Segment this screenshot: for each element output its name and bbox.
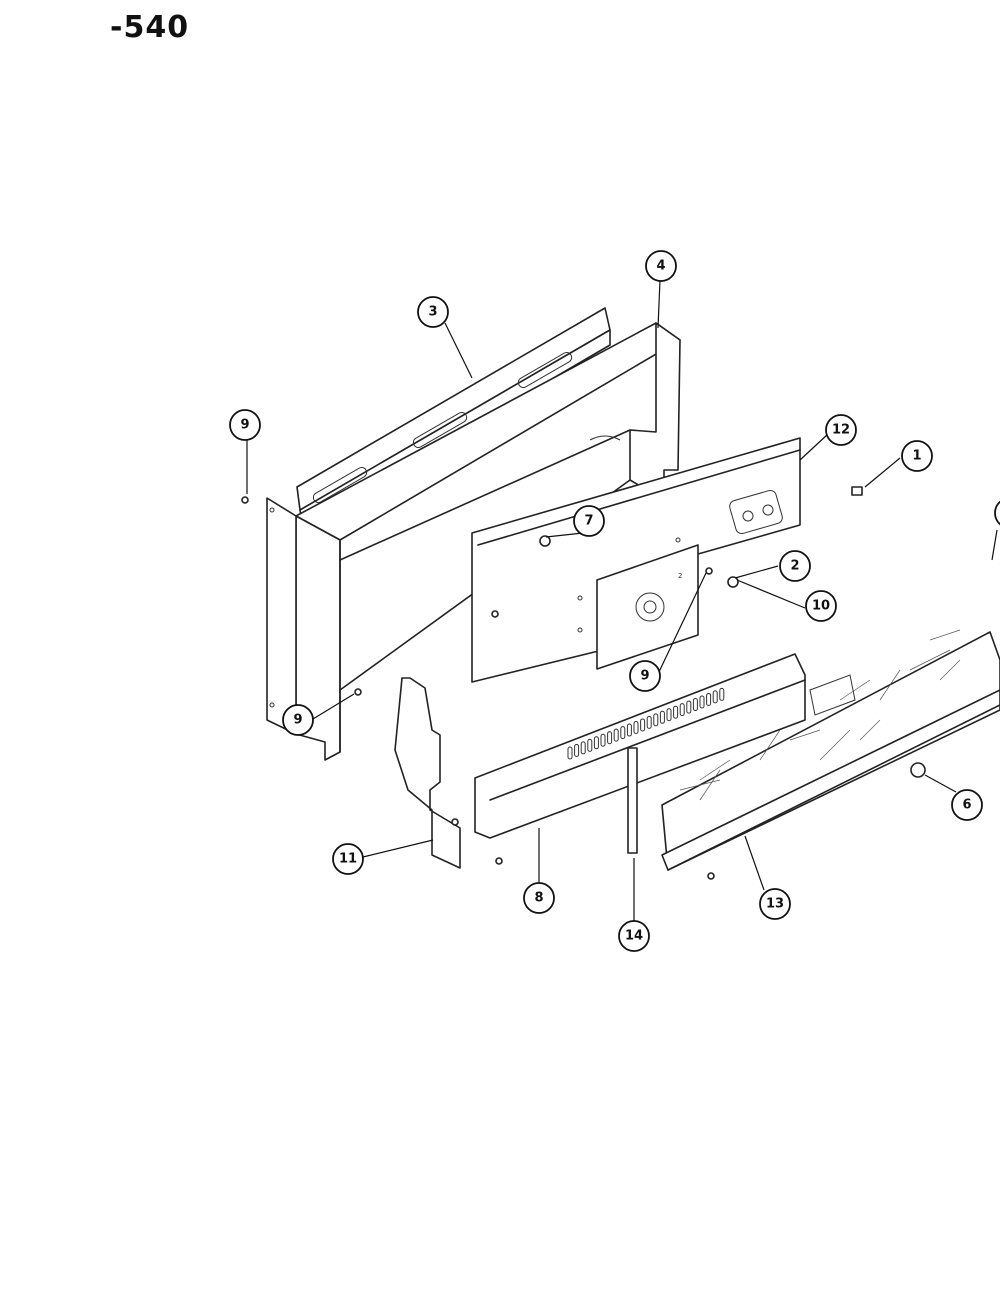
part-glass-panel: [661, 629, 1000, 871]
svg-text:13: 13: [766, 897, 784, 912]
vent-slot: [712, 690, 718, 704]
callout-7: 7: [573, 505, 605, 537]
vent-slot: [679, 703, 685, 717]
callout-3: 3: [417, 296, 449, 328]
vent-slot: [653, 713, 659, 727]
svg-text:7: 7: [584, 514, 593, 529]
vent-slot: [640, 718, 646, 732]
part-back-frame: [266, 322, 681, 761]
svg-text:1: 1: [912, 449, 921, 464]
callout-9-left: 9: [229, 409, 261, 441]
vent-slot: [633, 721, 639, 734]
page-code: -540: [110, 10, 190, 45]
part-side-bracket: [394, 677, 461, 869]
part-hardware: [241, 486, 926, 880]
callout-4: 4: [645, 250, 677, 282]
vent-slot: [580, 741, 586, 755]
svg-text:12: 12: [832, 423, 850, 438]
vent-slot: [673, 705, 679, 719]
vent-slot: [626, 723, 632, 737]
svg-text:2: 2: [678, 572, 682, 580]
vent-slot: [600, 733, 606, 747]
svg-text:11: 11: [339, 852, 357, 867]
svg-text:10: 10: [812, 599, 830, 614]
vent-slot: [574, 743, 580, 757]
part-vent-panel: [474, 653, 806, 839]
vent-slot: [646, 715, 652, 729]
svg-text:9: 9: [640, 669, 649, 684]
callout-2: 2: [779, 550, 811, 582]
vent-slot: [607, 731, 613, 745]
svg-text:9: 9: [240, 418, 249, 433]
svg-text:4: 4: [656, 259, 665, 274]
callout-10: 10: [805, 590, 837, 622]
callout-9-center: 9: [629, 660, 661, 692]
callout-8: 8: [523, 882, 555, 914]
part-spacer-rod: [627, 747, 638, 854]
vent-slot: [620, 726, 626, 740]
part-timer-plate: 2: [596, 544, 699, 670]
vent-slot: [567, 746, 573, 760]
svg-text:6: 6: [962, 798, 971, 813]
vent-slot: [719, 687, 725, 701]
vent-slot: [593, 736, 599, 750]
vent-slot: [613, 728, 619, 742]
callout-11: 11: [332, 843, 364, 875]
callout-12: 12: [825, 414, 857, 446]
callout-9-lower: 9: [282, 704, 314, 736]
callout-14: 14: [618, 920, 650, 952]
vent-slot: [666, 708, 672, 722]
svg-text:8: 8: [534, 891, 543, 906]
vent-slot: [706, 692, 712, 706]
vent-slot: [659, 710, 665, 724]
vent-slot: [699, 695, 705, 709]
callout-13: 13: [759, 888, 791, 920]
svg-text:14: 14: [625, 929, 643, 944]
vent-slot: [686, 700, 692, 714]
callout-1: 1: [901, 440, 933, 472]
svg-text:9: 9: [293, 713, 302, 728]
callout-6: 6: [951, 789, 983, 821]
svg-text:2: 2: [790, 559, 799, 574]
leader-lines: [246, 279, 998, 922]
vent-slot: [692, 698, 698, 712]
svg-text:3: 3: [428, 305, 437, 320]
callout-partial-right: [994, 500, 1000, 526]
vent-slot: [587, 738, 593, 752]
